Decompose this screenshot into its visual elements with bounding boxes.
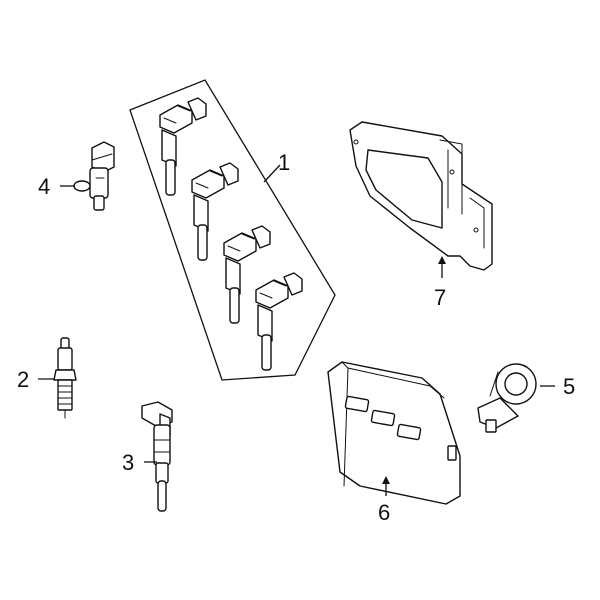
spark-plug: 2 bbox=[17, 337, 77, 419]
callout-label-7: 7 bbox=[434, 285, 446, 310]
callout-label-6: 6 bbox=[378, 500, 390, 525]
sensor: 4 bbox=[38, 141, 115, 211]
control-module: 6 bbox=[327, 361, 461, 525]
ignition-coil-group: 1 bbox=[129, 79, 336, 381]
leader-1 bbox=[263, 164, 281, 183]
mounting-bracket: 7 bbox=[349, 121, 493, 310]
arrow-6 bbox=[382, 476, 390, 484]
callout-label-1: 1 bbox=[278, 150, 290, 175]
callout-label-3: 3 bbox=[122, 450, 134, 475]
coil-group-outline bbox=[129, 79, 336, 381]
arrow-7 bbox=[438, 256, 446, 264]
coil-a bbox=[159, 97, 207, 196]
coil-b bbox=[191, 162, 239, 261]
callout-label-5: 5 bbox=[563, 374, 575, 399]
callout-label-4: 4 bbox=[38, 174, 50, 199]
ignition-coil-single: 3 bbox=[122, 401, 173, 512]
callout-label-2: 2 bbox=[17, 367, 29, 392]
coil-c bbox=[223, 225, 271, 324]
coil-d bbox=[255, 272, 303, 371]
knock-sensor: 5 bbox=[477, 363, 575, 433]
